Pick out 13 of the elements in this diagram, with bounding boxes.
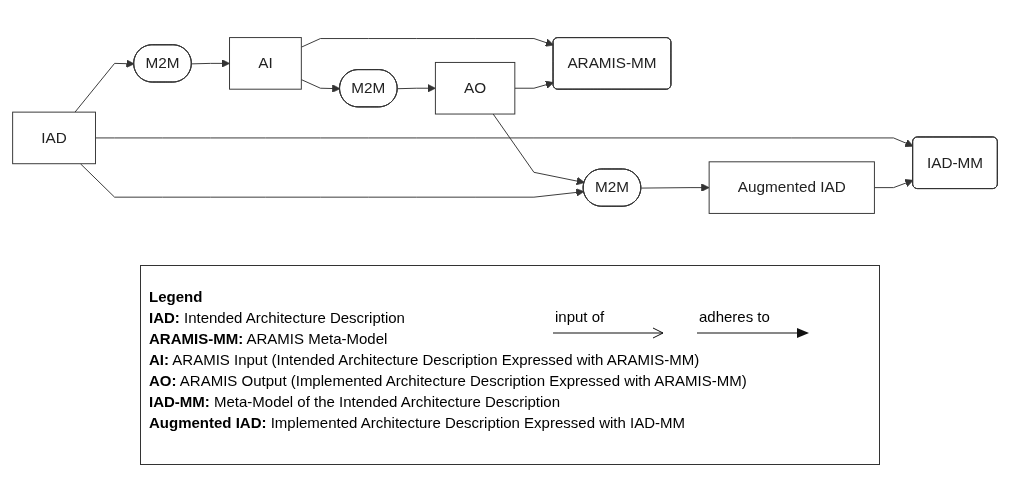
node-box: IAD	[12, 111, 96, 164]
legend-label: input of	[554, 307, 605, 327]
legend-definition: AO: ARAMIS Output (Implemented Architecture Description Expressed with ARAMIS-MM)	[149, 371, 747, 391]
legend-definition: IAD-MM: Meta-Model of the Intended Architecture Description	[149, 392, 560, 412]
node-box: AI	[229, 36, 302, 90]
legend-definition: AI: ARAMIS Input (Intended Architecture Description Expressed with ARAMIS-MM)	[149, 350, 700, 370]
node-box: AO	[434, 61, 516, 114]
legend-heading: Legend	[149, 287, 203, 307]
node-box: Augmented IAD	[708, 160, 875, 214]
legend-definition: Augmented IAD: Implemented Architecture Description Expressed with IAD-MM	[149, 413, 685, 433]
legend-definition: IAD: Intended Architecture Description	[149, 308, 405, 328]
legend-definition: ARAMIS-MM: ARAMIS Meta-Model	[149, 329, 388, 349]
legend-label: adheres to	[698, 307, 770, 327]
